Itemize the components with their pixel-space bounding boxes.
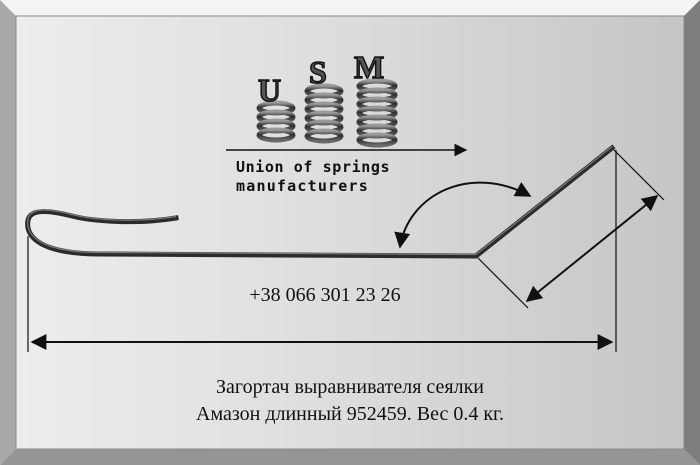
bend-length-dimension xyxy=(477,149,665,309)
caption-line2: Амазон длинный 952459. Вес 0.4 кг. xyxy=(196,403,504,425)
product-caption: Загортач выравнивателя сеялки Амазон дли… xyxy=(100,374,600,428)
spring-m-icon xyxy=(356,78,398,148)
logo-letter-u: U xyxy=(258,72,281,108)
logo-tagline-line2: manufacturers xyxy=(236,177,369,195)
logo-letter-m: M xyxy=(354,49,384,85)
logo-letter-s: S xyxy=(309,54,327,90)
phone-number: +38 066 301 23 26 xyxy=(249,284,401,306)
rod-part xyxy=(25,144,616,259)
spring-u-icon xyxy=(256,100,296,143)
usm-logo: U S M Union of springs manufacturers xyxy=(226,48,468,195)
spring-s-icon xyxy=(304,83,344,144)
logo-tagline-line1: Union of springs xyxy=(236,158,390,176)
bend-angle-arc xyxy=(394,181,532,249)
caption-line1: Загортач выравнивателя сеялки xyxy=(216,376,484,398)
